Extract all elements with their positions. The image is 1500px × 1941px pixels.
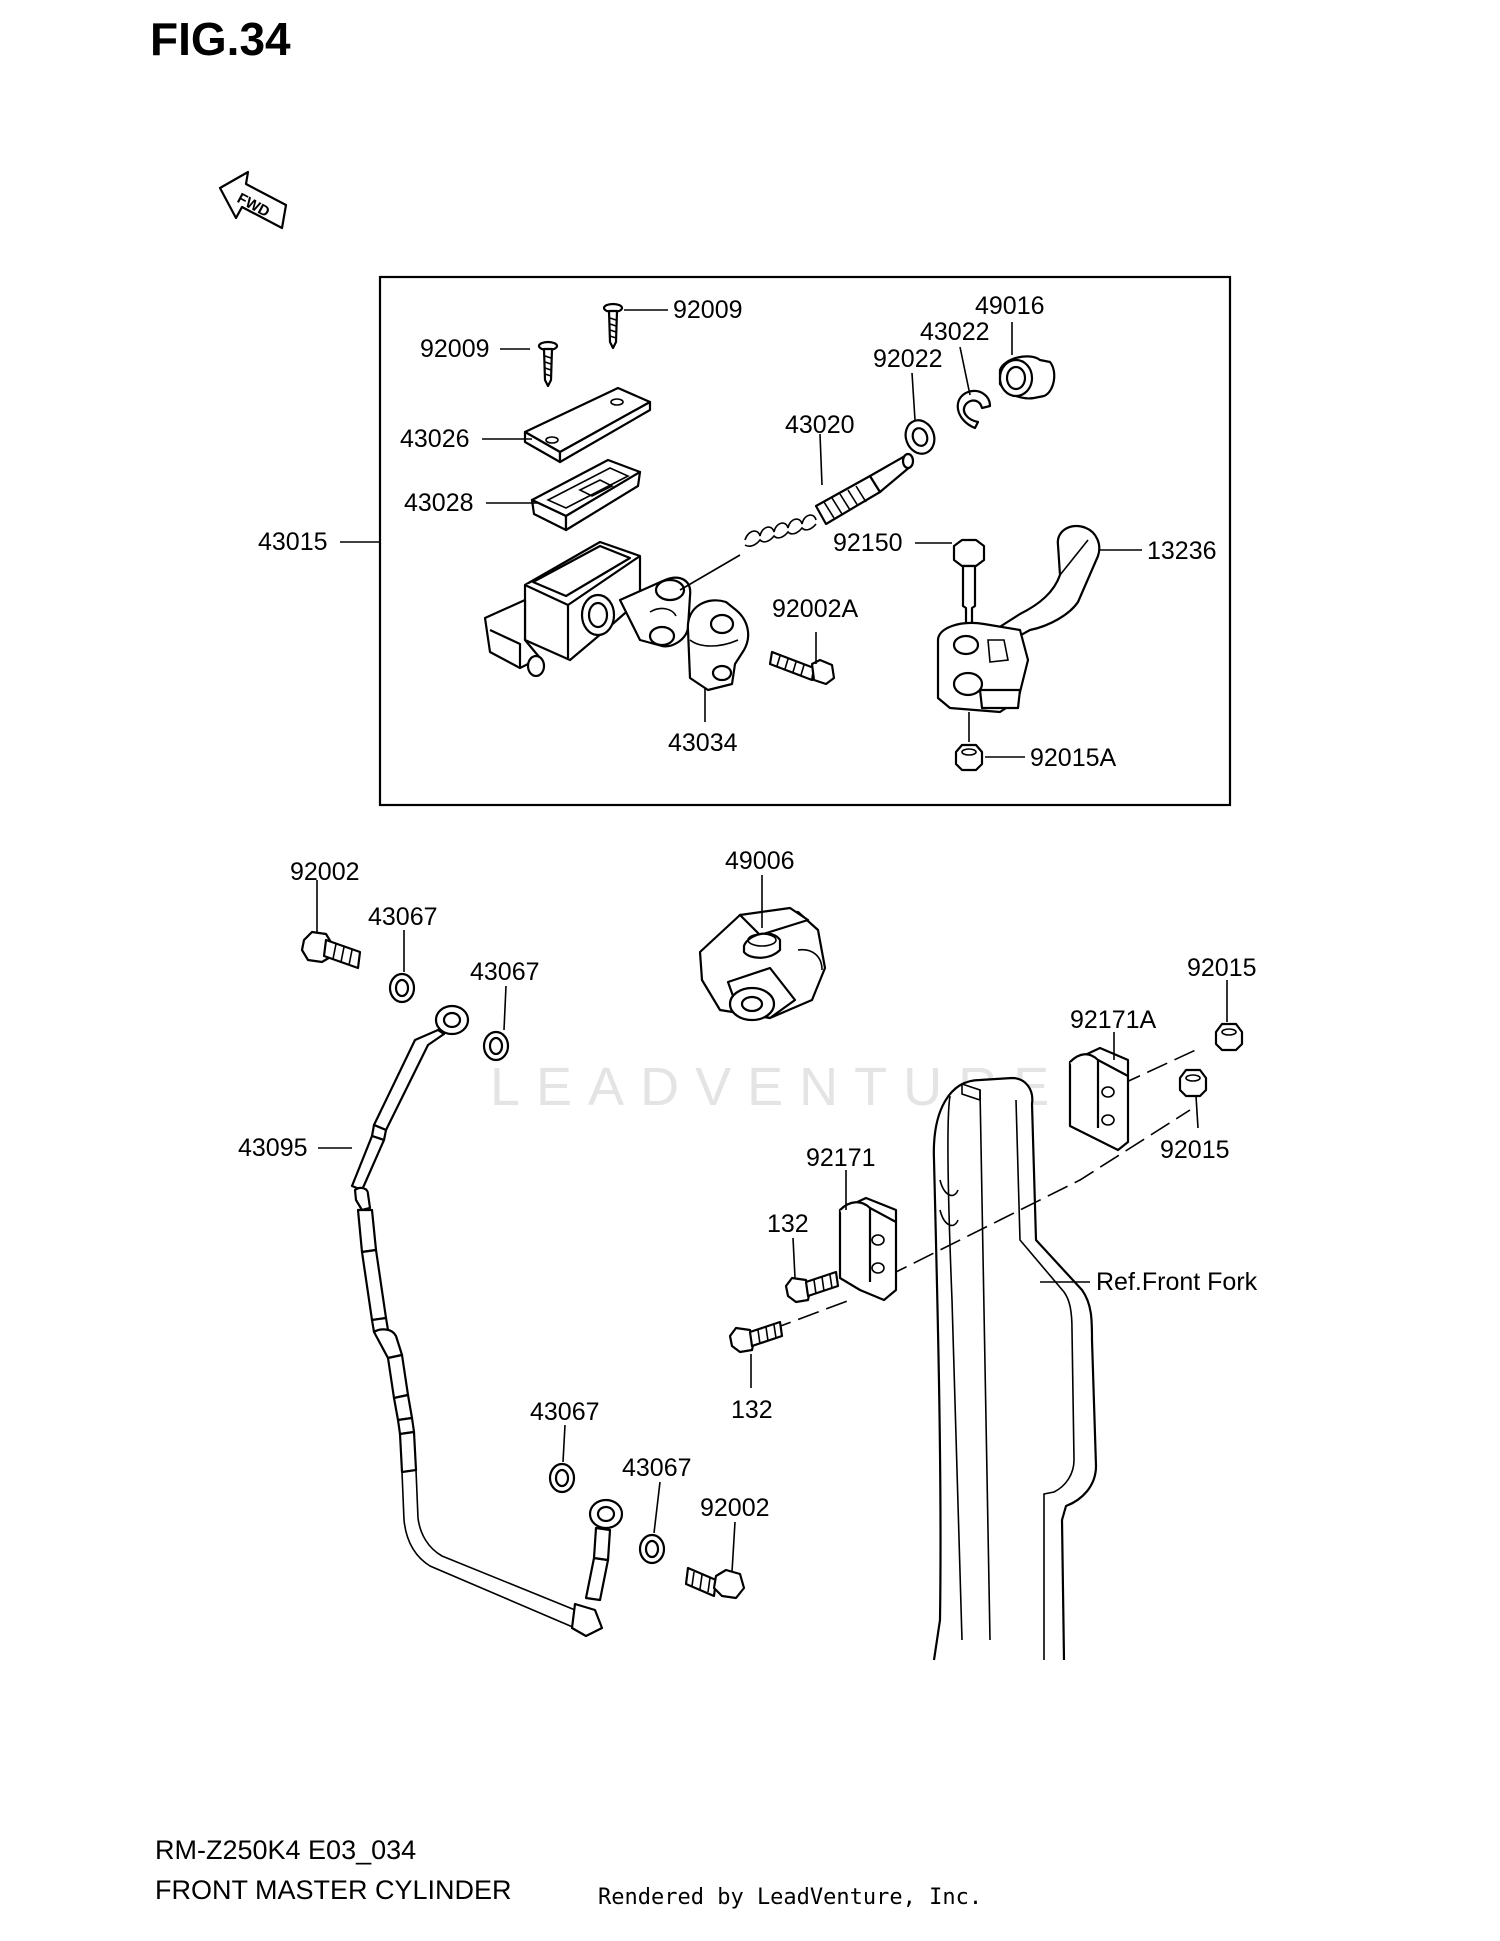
callout-132-upper: 132 — [767, 1210, 809, 1238]
front-fork-icon — [932, 1076, 1098, 1661]
fork-clamp-lower-icon — [838, 1196, 898, 1302]
lock-nut-icon — [954, 743, 984, 772]
callout-92171A: 92171A — [1070, 1006, 1157, 1034]
callout-49016: 49016 — [975, 292, 1045, 320]
callout-43067-lower-1: 43067 — [530, 1398, 600, 1426]
brake-hose-icon — [350, 1004, 624, 1638]
callout-43095: 43095 — [238, 1134, 308, 1162]
clamp-bolt-icon — [728, 1320, 784, 1354]
callout-92150: 92150 — [833, 529, 903, 557]
callout-92015-lower: 92015 — [1160, 1136, 1230, 1164]
washer-hole-icon — [911, 427, 929, 447]
callout-92002A: 92002A — [772, 595, 859, 623]
circlip-icon — [956, 389, 992, 430]
reservoir-cap-icon — [523, 386, 652, 464]
fork-clamp-upper-icon — [1068, 1046, 1130, 1152]
callout-92009-right: 92009 — [673, 296, 743, 324]
callout-92015-upper: 92015 — [1187, 954, 1257, 982]
callout-92002-upper: 92002 — [290, 858, 360, 886]
screw-icon — [537, 340, 559, 388]
reservoir-holder-icon — [698, 906, 827, 1022]
diaphragm-icon — [530, 458, 642, 532]
callout-13236: 13236 — [1147, 537, 1217, 565]
fwd-arrow-icon: FWD — [218, 170, 288, 230]
section-name: FRONT MASTER CYLINDER — [155, 1875, 512, 1905]
brake-lever-icon — [936, 524, 1101, 714]
model-code: RM-Z250K4 E03_034 — [155, 1835, 417, 1865]
screw-icon — [602, 302, 624, 350]
banjo-bolt-icon — [300, 930, 362, 970]
washer-hole-icon — [394, 978, 410, 998]
callout-43022: 43022 — [920, 318, 990, 346]
callout-49006: 49006 — [725, 847, 795, 875]
washer-hole-icon — [554, 1468, 570, 1488]
nut-icon — [1178, 1068, 1208, 1098]
callout-43020: 43020 — [785, 411, 855, 439]
clamp-bolt-icon — [768, 650, 836, 686]
piston-spring-icon — [744, 452, 915, 547]
callout-92009-left: 92009 — [420, 335, 490, 363]
master-cylinder-kit-box — [378, 275, 1232, 807]
callout-43026: 43026 — [400, 425, 470, 453]
callout-92002-lower: 92002 — [700, 1494, 770, 1522]
callout-92015A: 92015A — [1030, 744, 1117, 772]
callout-43067-upper-1: 43067 — [368, 903, 438, 931]
washer-hole-icon — [488, 1036, 504, 1056]
rendered-by-note: Rendered by LeadVenture, Inc. — [598, 1885, 983, 1910]
dust-boot-icon — [998, 355, 1056, 400]
callout-43015: 43015 — [258, 528, 328, 556]
callout-132-lower: 132 — [731, 1396, 773, 1424]
banjo-bolt-icon — [684, 1566, 746, 1600]
callout-92171: 92171 — [806, 1144, 876, 1172]
nut-icon — [1214, 1022, 1244, 1052]
callout-43028: 43028 — [404, 489, 474, 517]
washer-hole-icon — [644, 1539, 660, 1559]
clamp-bolt-icon — [784, 1270, 840, 1304]
pivot-bolt-icon — [952, 538, 986, 630]
figure-title: FIG.34 — [150, 13, 291, 65]
master-cylinder-body-icon — [483, 540, 692, 678]
callout-43067-lower-2: 43067 — [622, 1454, 692, 1482]
ref-front-fork-label: Ref.Front Fork — [1096, 1268, 1258, 1296]
handlebar-clamp-icon — [686, 599, 750, 692]
callout-43067-upper-2: 43067 — [470, 958, 540, 986]
callout-92022: 92022 — [873, 345, 943, 373]
callout-43034: 43034 — [668, 729, 738, 757]
